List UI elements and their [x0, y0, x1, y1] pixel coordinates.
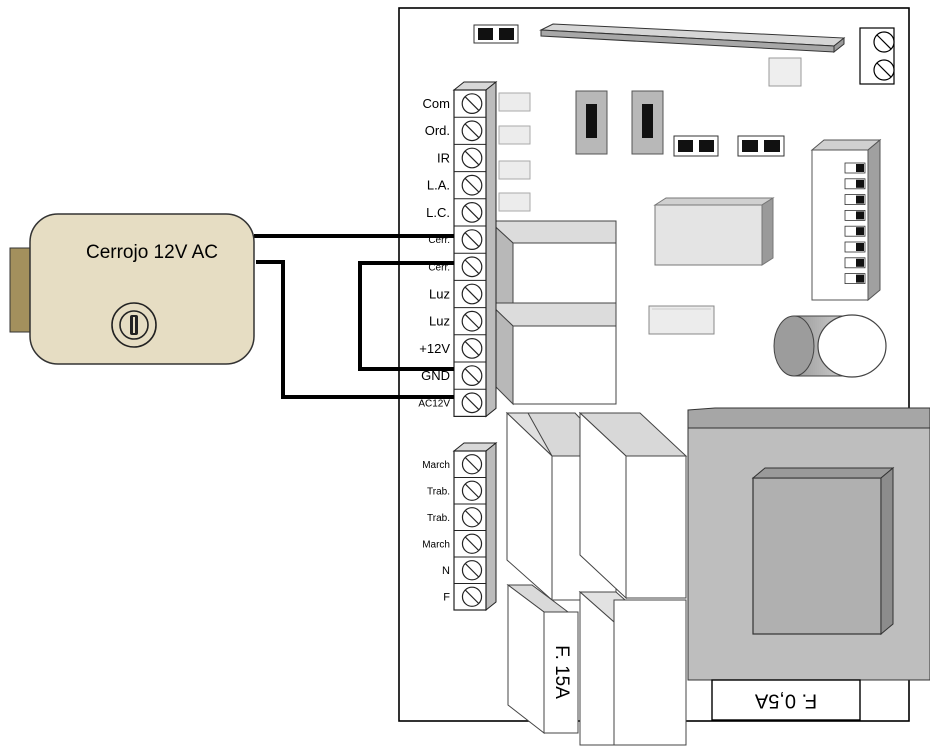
- transformer: [687, 407, 930, 681]
- wire-lock-to-ac12v: [256, 260, 454, 399]
- slide-switch-1: [575, 90, 608, 155]
- terminal-label: F: [443, 592, 450, 604]
- terminal-label: Cerr.: [428, 235, 450, 246]
- terminal-screw: [461, 283, 483, 305]
- upper-terminal-block: ComOrd.IRL.A.L.C.Cerr.Cerr.LuzLuz+12VGND…: [418, 80, 498, 418]
- terminal-label: Cerr.: [428, 262, 450, 273]
- relay-lower: [487, 301, 617, 406]
- terminal-label: L.C.: [426, 205, 450, 220]
- power-relay-2: [578, 411, 688, 600]
- electric-lock: Cerrojo 12V AC: [9, 213, 255, 365]
- fuse-15a: F. 15A: [506, 584, 579, 735]
- terminal-screw: [461, 560, 483, 581]
- terminal-screw: [461, 256, 483, 278]
- top-jumper: [473, 24, 519, 44]
- fuse-15a-label: F. 15A: [551, 645, 572, 699]
- small-resistor-block: [648, 305, 715, 335]
- terminal-label: AC12V: [418, 398, 450, 409]
- terminal-screw: [461, 586, 483, 607]
- terminal-label: Trab.: [427, 486, 450, 497]
- jumper-b: [737, 135, 785, 157]
- terminal-screw: [461, 147, 483, 169]
- lock-strike-plate: [9, 247, 33, 333]
- slide-switch-2: [631, 90, 664, 155]
- terminal-label: Ord.: [425, 123, 450, 138]
- wire-cerr-to-gnd-jumper: [358, 261, 454, 371]
- lock-body: [29, 213, 255, 365]
- power-terminal-block: [859, 27, 895, 85]
- transformer-fuse-label: F. 0,5A: [754, 690, 817, 712]
- terminal-label: March: [422, 460, 450, 471]
- led-indicators: [498, 92, 531, 212]
- small-component: [768, 57, 802, 87]
- terminal-label: Luz: [429, 286, 450, 301]
- terminal-screw: [461, 507, 483, 528]
- terminal-screw: [461, 454, 483, 475]
- ic-chip: [653, 197, 775, 266]
- terminal-label: L.A.: [427, 178, 450, 193]
- terminal-screw: [461, 229, 483, 250]
- terminal-screw: [461, 480, 483, 501]
- dip-switch: [810, 138, 882, 302]
- fuse-holder-block: [578, 590, 687, 746]
- top-connector-bar: [539, 23, 846, 54]
- jumper-a: [673, 135, 719, 157]
- terminal-label: March: [422, 539, 450, 550]
- terminal-label: Trab.: [427, 513, 450, 524]
- transformer-fuse: F. 0,5A: [711, 679, 861, 721]
- terminal-label: +12V: [419, 341, 450, 356]
- terminal-screw: [461, 338, 483, 359]
- terminal-screw: [461, 365, 483, 386]
- terminal-screw: [461, 310, 483, 332]
- terminal-label: Com: [423, 96, 450, 111]
- capacitor: [773, 314, 887, 378]
- keyhole-icon: [111, 302, 157, 348]
- terminal-label: Luz: [429, 314, 450, 329]
- terminal-screw: [461, 174, 483, 196]
- lock-label: Cerrojo 12V AC: [86, 242, 218, 263]
- terminal-screw: [461, 202, 483, 223]
- terminal-label: N: [442, 565, 450, 577]
- terminal-screw: [461, 93, 483, 114]
- terminal-label: GND: [421, 368, 450, 383]
- terminal-label: IR: [437, 150, 450, 165]
- terminal-screw: [461, 392, 483, 414]
- wires: [254, 234, 454, 399]
- terminal-screw: [461, 120, 483, 142]
- terminal-screw: [461, 533, 483, 554]
